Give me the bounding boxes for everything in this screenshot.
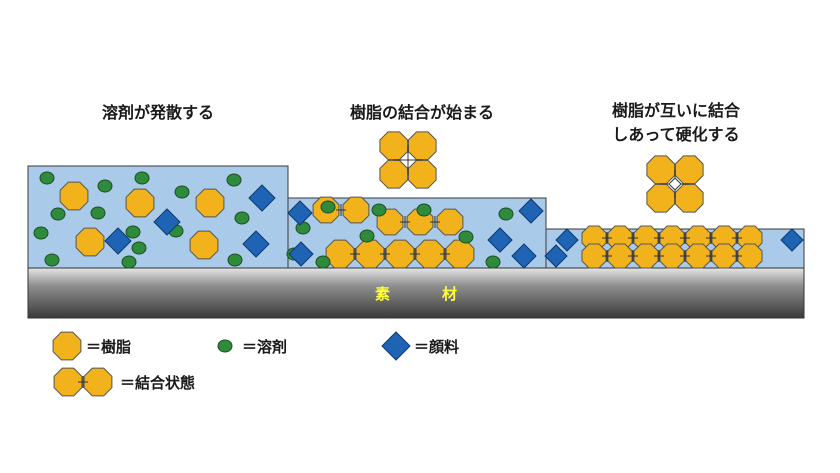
solvent-dot-icon bbox=[125, 225, 141, 239]
resin-octagon-icon bbox=[59, 181, 89, 211]
resin-octagon-icon bbox=[646, 155, 676, 185]
resin-octagon-icon bbox=[674, 183, 704, 213]
substrate-char-1: 素 bbox=[375, 285, 391, 303]
pigment-diamond-icon bbox=[487, 227, 513, 253]
stage3-label-line2: しあって硬化する bbox=[612, 125, 739, 144]
resin-octagon-icon bbox=[646, 183, 676, 213]
solvent-dot-icon bbox=[50, 207, 66, 221]
legend-solvent-label: ＝溶剤 bbox=[242, 338, 287, 356]
solvent-dot-icon bbox=[371, 203, 387, 217]
solvent-dot-icon bbox=[320, 200, 336, 214]
resin-octagon-icon bbox=[379, 131, 409, 161]
resin-octagon-icon bbox=[376, 208, 404, 236]
stage3-label-line1: 樹脂が互いに結合 bbox=[612, 101, 741, 120]
resin-octagon-icon bbox=[355, 239, 385, 269]
bond-center-marker bbox=[668, 177, 682, 191]
legend-bonded-label: ＝結合状態 bbox=[120, 374, 195, 392]
resin-octagon-icon bbox=[581, 243, 607, 269]
resin-octagon-icon bbox=[445, 239, 475, 269]
solvent-dot-icon bbox=[458, 230, 474, 244]
resin-octagon-icon bbox=[659, 243, 685, 269]
substrate-base bbox=[27, 267, 805, 319]
solvent-dot-icon bbox=[131, 241, 147, 255]
solvent-dot-icon bbox=[217, 339, 233, 353]
resin-octagon-icon bbox=[379, 159, 409, 189]
pigment-diamond-icon bbox=[544, 244, 568, 268]
resin-octagon-icon bbox=[436, 208, 464, 236]
pigment-diamond-icon bbox=[104, 227, 132, 255]
resin-octagon-icon bbox=[325, 239, 355, 269]
resin-octagon-icon bbox=[407, 159, 437, 189]
resin-octagon-icon bbox=[607, 243, 633, 269]
solvent-dot-icon bbox=[498, 207, 514, 221]
resin-octagon-icon bbox=[195, 188, 225, 218]
solvent-dot-icon bbox=[227, 253, 243, 267]
resin-octagon-icon bbox=[674, 155, 704, 185]
pigment-diamond-icon bbox=[511, 243, 537, 269]
solvent-dot-icon bbox=[121, 255, 137, 269]
solvent-dot-icon bbox=[39, 171, 55, 185]
legend-pigment-label: ＝顔料 bbox=[414, 338, 459, 356]
resin-octagon-icon bbox=[53, 367, 83, 397]
resin-octagon-icon bbox=[83, 367, 113, 397]
resin-octagon-icon bbox=[342, 196, 370, 224]
resin-octagon-icon bbox=[633, 243, 659, 269]
pigment-diamond-icon bbox=[381, 331, 411, 361]
resin-octagon-icon bbox=[52, 331, 82, 361]
stage2-label: 樹脂の結合が始まる bbox=[350, 103, 494, 122]
resin-octagon-icon bbox=[125, 188, 155, 218]
solvent-dot-icon bbox=[485, 255, 501, 269]
solvent-dot-icon bbox=[315, 255, 331, 269]
substrate-char-2: 材 bbox=[442, 285, 458, 303]
solvent-dot-icon bbox=[226, 173, 242, 187]
resin-octagon-icon bbox=[75, 227, 105, 257]
resin-octagon-icon bbox=[737, 243, 763, 269]
stage1-label: 溶剤が発散する bbox=[102, 103, 214, 122]
pigment-diamond-icon bbox=[242, 230, 270, 258]
pigment-diamond-icon bbox=[555, 228, 579, 252]
resin-octagon-icon bbox=[711, 243, 737, 269]
solvent-dot-icon bbox=[359, 229, 375, 243]
pigment-diamond-icon bbox=[248, 184, 276, 212]
resin-octagon-icon bbox=[189, 230, 219, 260]
resin-octagon-icon bbox=[407, 131, 437, 161]
solvent-dot-icon bbox=[174, 185, 190, 199]
resin-octagon-icon bbox=[685, 243, 711, 269]
pigment-diamond-icon bbox=[780, 228, 804, 252]
solvent-dot-icon bbox=[134, 171, 150, 185]
solvent-dot-icon bbox=[33, 226, 49, 240]
particles-layer bbox=[33, 131, 804, 269]
solvent-dot-icon bbox=[416, 203, 432, 217]
pigment-diamond-icon bbox=[153, 208, 181, 236]
legend: ＝樹脂 ＝溶剤 ＝顔料 ＝結合状態 bbox=[52, 331, 459, 397]
solvent-dot-icon bbox=[90, 206, 106, 220]
pigment-diamond-icon bbox=[288, 241, 314, 267]
legend-resin-label: ＝樹脂 bbox=[86, 338, 131, 356]
resin-octagon-icon bbox=[415, 239, 445, 269]
solvent-dot-icon bbox=[44, 253, 60, 267]
solvent-dot-icon bbox=[97, 179, 113, 193]
pigment-diamond-icon bbox=[518, 198, 544, 224]
resin-octagon-icon bbox=[385, 239, 415, 269]
pigment-diamond-icon bbox=[287, 200, 313, 226]
solvent-dot-icon bbox=[234, 211, 250, 225]
